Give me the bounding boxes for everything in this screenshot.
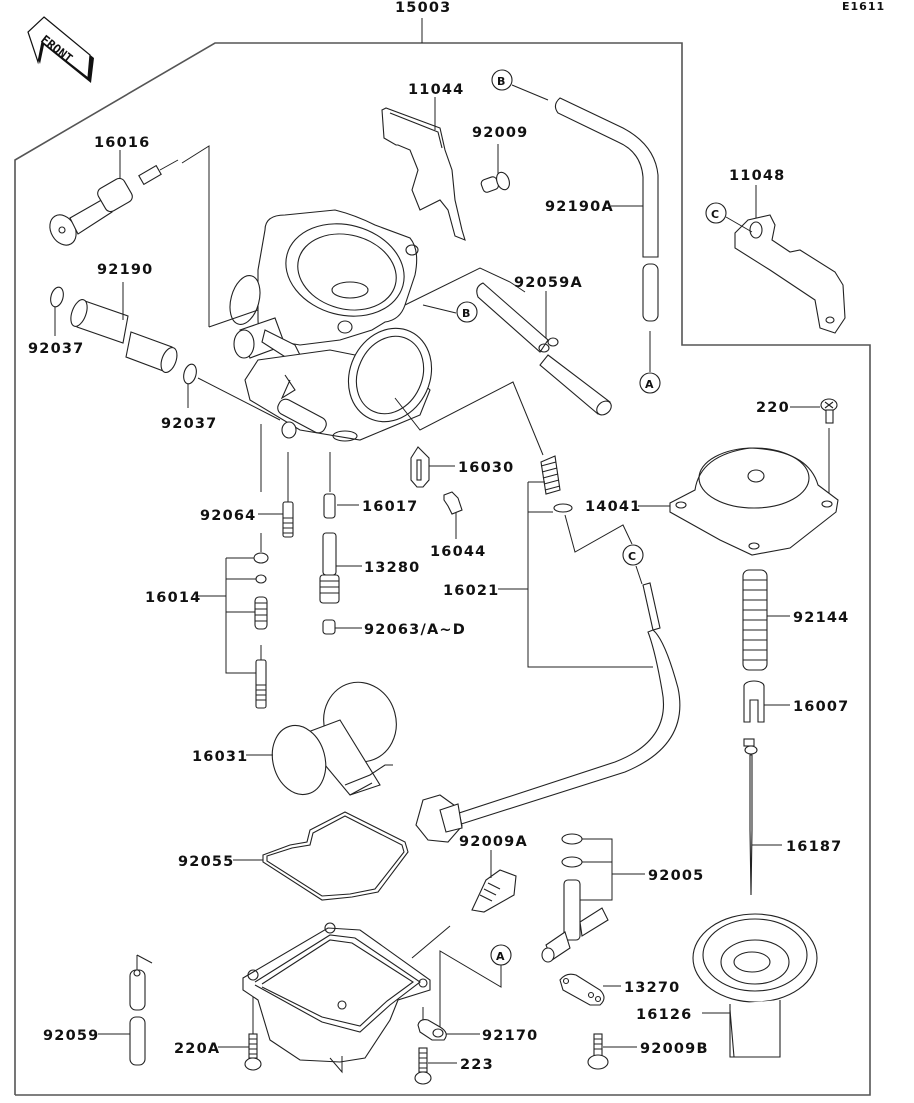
svg-text:A: A bbox=[496, 950, 505, 963]
part-label-16014: 16014 bbox=[145, 590, 201, 606]
assembly-frame bbox=[14, 18, 871, 1096]
front-arrow-icon: FRONT bbox=[27, 16, 94, 83]
part-label-92037-right: 92037 bbox=[161, 416, 217, 432]
part-13270-plate bbox=[559, 973, 621, 1006]
part-float-bowl bbox=[242, 922, 451, 1074]
part-label-13270: 13270 bbox=[624, 980, 680, 996]
part-label-92005: 92005 bbox=[648, 868, 704, 884]
part-92059-hose bbox=[98, 954, 153, 1066]
part-label-11044: 11044 bbox=[408, 82, 464, 98]
part-label-92009B: 92009B bbox=[640, 1041, 709, 1057]
svg-text:A: A bbox=[645, 378, 654, 391]
part-16016-plunger bbox=[49, 145, 210, 327]
part-13280-needle-jet bbox=[319, 532, 362, 604]
part-label-92055: 92055 bbox=[178, 854, 234, 870]
part-16044-clip bbox=[443, 491, 463, 539]
part-label-16187: 16187 bbox=[786, 839, 842, 855]
part-16030-needle-valve bbox=[410, 446, 455, 488]
part-label-92059: 92059 bbox=[43, 1028, 99, 1044]
part-label-16017: 16017 bbox=[362, 499, 418, 515]
callout-B-mid: B bbox=[456, 301, 478, 323]
part-16126-diaphragm bbox=[692, 913, 818, 1058]
part-223-screw bbox=[414, 1047, 457, 1085]
part-16007-needle-holder bbox=[743, 680, 790, 723]
part-11044-bracket bbox=[381, 97, 466, 241]
part-drain-fitting bbox=[541, 879, 609, 963]
part-92170-clamp bbox=[417, 1007, 480, 1041]
callout-B-top: B bbox=[491, 69, 549, 101]
part-label-92059A: 92059A bbox=[514, 275, 583, 291]
svg-text:C: C bbox=[711, 208, 719, 221]
part-16187-jet-needle bbox=[743, 738, 782, 896]
callout-C-cable: C bbox=[622, 544, 644, 566]
part-16031-throttle-valve bbox=[246, 681, 397, 796]
part-label-16031: 16031 bbox=[192, 749, 248, 765]
assembly-label-15003: 15003 bbox=[395, 0, 451, 16]
part-92144-spring bbox=[742, 569, 790, 671]
part-92037-clip-right bbox=[183, 363, 281, 421]
part-14041-cover bbox=[638, 447, 839, 556]
part-16017-jet bbox=[323, 452, 359, 519]
part-92190-hose bbox=[70, 282, 178, 373]
part-92005-o-rings bbox=[561, 833, 645, 901]
part-15003-carburetor-body bbox=[208, 209, 544, 456]
part-label-16126: 16126 bbox=[636, 1007, 692, 1023]
part-label-16021: 16021 bbox=[443, 583, 499, 599]
part-label-220A: 220A bbox=[174, 1041, 220, 1057]
part-label-92009A: 92009A bbox=[459, 834, 528, 850]
part-92190A-hose bbox=[554, 97, 659, 372]
part-220-screw bbox=[790, 398, 838, 500]
part-92055-gasket bbox=[233, 811, 409, 901]
callout-A-bottom: A bbox=[439, 944, 512, 1030]
svg-text:C: C bbox=[628, 550, 636, 563]
part-label-223: 223 bbox=[460, 1057, 494, 1073]
part-92063-main-jet bbox=[322, 619, 362, 635]
part-label-92009: 92009 bbox=[472, 125, 528, 141]
svg-text:B: B bbox=[497, 75, 505, 88]
part-label-92064: 92064 bbox=[200, 508, 256, 524]
svg-text:B: B bbox=[462, 307, 470, 320]
part-label-13280: 13280 bbox=[364, 560, 420, 576]
part-11048-bracket bbox=[734, 185, 846, 334]
part-label-92063: 92063/A~D bbox=[364, 622, 466, 638]
part-92037-clip-left bbox=[50, 286, 64, 336]
callout-A-hose: A bbox=[639, 372, 661, 394]
part-92064-pilot-jet bbox=[258, 424, 294, 538]
part-16021-cable bbox=[415, 455, 681, 843]
part-label-92170: 92170 bbox=[482, 1028, 538, 1044]
part-label-11048: 11048 bbox=[729, 168, 785, 184]
part-label-16030: 16030 bbox=[458, 460, 514, 476]
callout-C-bracket: C bbox=[705, 202, 753, 233]
part-label-220: 220 bbox=[756, 400, 790, 416]
part-label-92037-left: 92037 bbox=[28, 341, 84, 357]
part-16014-air-screw-set bbox=[198, 533, 269, 709]
part-92009-screw bbox=[480, 144, 510, 193]
part-label-16044: 16044 bbox=[430, 544, 486, 560]
part-92009A-screw bbox=[471, 850, 517, 913]
part-label-92190: 92190 bbox=[97, 262, 153, 278]
diagram-code: E1611 bbox=[842, 0, 885, 13]
part-label-92144: 92144 bbox=[793, 610, 849, 626]
part-label-16016: 16016 bbox=[94, 135, 150, 151]
part-label-92190A: 92190A bbox=[545, 199, 614, 215]
part-92009B-screw bbox=[587, 1033, 637, 1070]
part-220A-screw bbox=[218, 997, 262, 1071]
part-label-16007: 16007 bbox=[793, 699, 849, 715]
part-label-14041: 14041 bbox=[585, 499, 641, 515]
part-92059A-hose bbox=[476, 282, 612, 416]
